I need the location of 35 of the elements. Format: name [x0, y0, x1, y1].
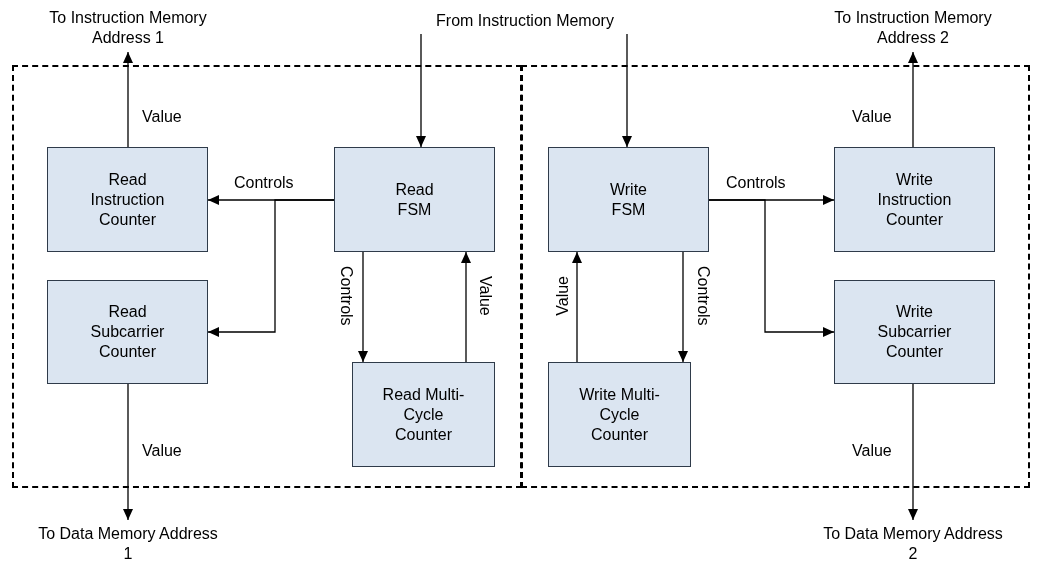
process-box — [548, 147, 709, 252]
dashed-group-frame — [521, 65, 1030, 488]
arrow — [416, 33, 426, 148]
dashed-group-frame — [12, 65, 522, 488]
node-label: Read Instruction Counter — [89, 169, 166, 230]
node-label: To Instruction Memory Address 1 — [48, 8, 208, 48]
node-label: Read Subcarrier Counter — [89, 302, 166, 362]
process-box — [47, 280, 208, 384]
node-label: Write Instruction Counter — [876, 169, 953, 230]
process-box — [47, 147, 208, 252]
node-label: Write Multi-Cycle Counter — [578, 384, 661, 445]
process-box — [334, 147, 495, 252]
node-label: To Data Memory Address 2 — [822, 524, 1004, 564]
node-label: Write Subcarrier Counter — [876, 302, 953, 362]
arrow — [123, 383, 133, 521]
arrow — [572, 251, 582, 363]
process-box — [834, 147, 995, 252]
arrow — [908, 383, 918, 521]
arrow — [358, 251, 368, 363]
node-label: Read Multi-Cycle Counter — [381, 384, 466, 445]
arrow — [123, 51, 133, 148]
node-label: From Instruction Memory — [436, 11, 614, 31]
process-box — [352, 362, 495, 467]
process-box — [834, 280, 995, 384]
node-label: Write FSM — [608, 179, 648, 220]
arrow — [678, 251, 688, 363]
arrow — [908, 51, 918, 148]
process-box — [548, 362, 691, 467]
node-label: To Instruction Memory Address 2 — [833, 8, 993, 48]
arrow — [708, 199, 835, 337]
node-label: Read FSM — [394, 179, 435, 220]
arrow — [622, 33, 632, 148]
arrow — [207, 199, 335, 337]
node-label: To Data Memory Address 1 — [37, 524, 219, 564]
arrow — [461, 251, 471, 363]
